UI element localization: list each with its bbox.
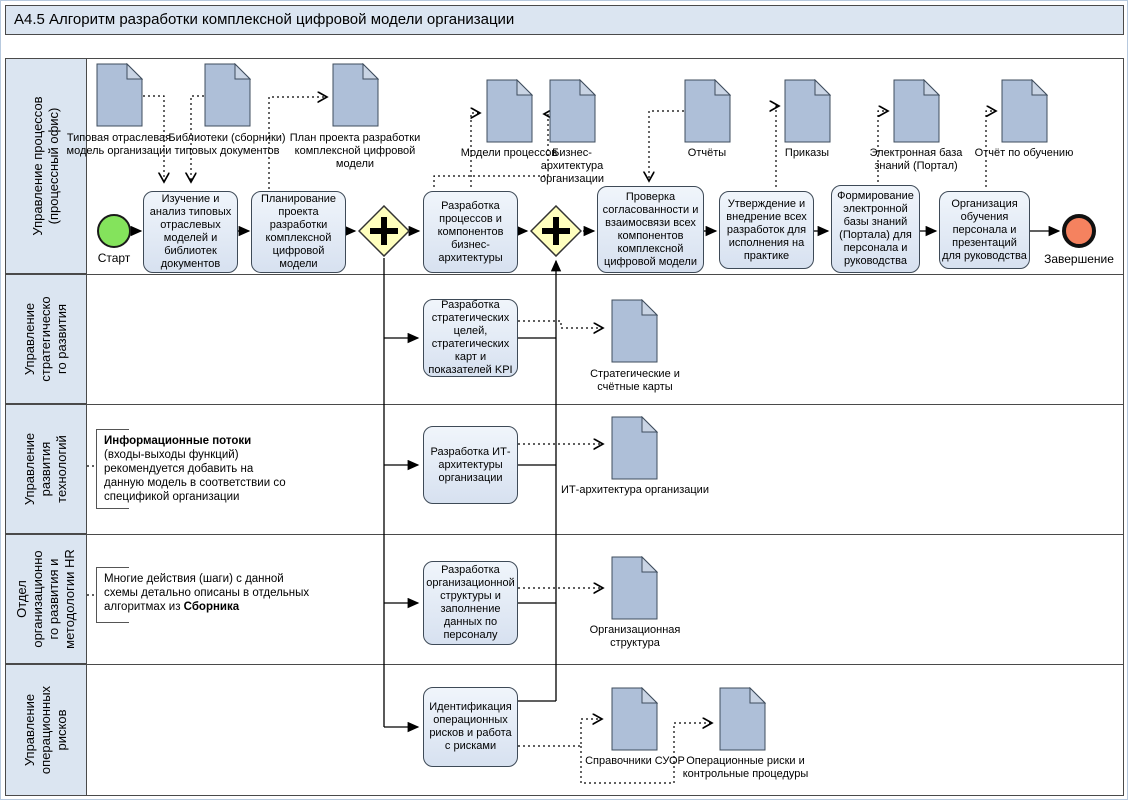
doc-operational-risks	[719, 686, 767, 751]
doc-suor-handbooks	[611, 686, 659, 751]
document-icon	[611, 415, 659, 480]
task-org-structure: Разработка организационной структуры и з…	[423, 561, 518, 645]
document-icon	[332, 62, 380, 127]
doc-orders-label: Приказы	[784, 147, 830, 159]
doc-project-plan-label: План проекта разработки комплексной цифр…	[289, 132, 421, 170]
doc-org-structure	[611, 555, 659, 620]
document-icon	[684, 78, 732, 143]
doc-orders	[784, 78, 832, 143]
document-icon	[719, 686, 767, 751]
parallel-gateway-icon	[529, 204, 583, 258]
task-develop-processes: Разработка процессов и компонентов бизне…	[423, 191, 518, 273]
gateway-split	[357, 204, 411, 258]
start-event-label: Старт	[97, 251, 131, 265]
lane-label-org-hr: Отдел организационно го развития и метод…	[5, 534, 87, 664]
doc-business-architecture	[549, 78, 597, 143]
task-it-architecture: Разработка ИТ-архитектуры организации	[423, 426, 518, 504]
task-approve-implement: Утверждение и внедрение всех разработок …	[719, 191, 814, 269]
document-icon	[486, 78, 534, 143]
end-event	[1062, 214, 1096, 248]
doc-process-models-label: Модели процессов	[460, 147, 558, 159]
document-icon	[549, 78, 597, 143]
lane-divider	[87, 274, 1124, 275]
doc-project-plan	[332, 62, 380, 127]
task-training: Организация обучения персонала и презент…	[939, 191, 1030, 269]
doc-training-report	[1001, 78, 1049, 143]
doc-business-architecture-label: Бизнес-архитектура организации	[539, 147, 605, 185]
annotation-bold-text: Информационные потоки	[104, 435, 252, 447]
doc-libraries-label: Библиотеки (сборники) типовых документов	[168, 132, 286, 157]
doc-operational-risks-label: Операционные риски и контрольные процеду…	[682, 755, 809, 780]
gateway-join	[529, 204, 583, 258]
document-icon	[611, 298, 659, 363]
annotation-text: Многие действия (шаги) с данной схемы де…	[104, 573, 310, 613]
doc-strategy-maps	[611, 298, 659, 363]
annotation-text: (входы-выходы функций) рекомендуется доб…	[104, 449, 286, 503]
lane-label-process-office: Управление процессов (процессный офис)	[5, 58, 87, 274]
lane-divider	[87, 534, 1124, 535]
task-project-planning: Планирование проекта разработки комплекс…	[251, 191, 346, 273]
page-title: А4.5 Алгоритм разработки комплексной циф…	[14, 11, 515, 28]
task-strategic-goals: Разработка стратегических целей, стратег…	[423, 299, 518, 377]
parallel-gateway-icon	[357, 204, 411, 258]
doc-training-report-label: Отчёт по обучению	[974, 147, 1074, 159]
lane-divider	[87, 664, 1124, 665]
doc-process-models	[486, 78, 534, 143]
doc-knowledge-portal-label: Электронная база знаний (Портал)	[869, 147, 963, 172]
doc-industry-model-label: Типовая отраслевая модель организации	[66, 132, 172, 157]
doc-reports-label: Отчёты	[687, 147, 727, 159]
document-icon	[204, 62, 252, 127]
doc-suor-handbooks-label: Справочники СУОР	[585, 755, 685, 767]
doc-libraries	[204, 62, 252, 127]
doc-org-structure-label: Организационная структура	[589, 624, 681, 649]
lane-label-risk: Управление операционных рисков	[5, 664, 87, 796]
doc-industry-model	[96, 62, 144, 127]
doc-it-architecture	[611, 415, 659, 480]
annotation-bold-text: Сборника	[183, 601, 240, 613]
doc-it-architecture-label: ИТ-архитектура организации	[561, 484, 709, 496]
document-icon	[893, 78, 941, 143]
end-event-label: Завершение	[1044, 252, 1114, 266]
document-icon	[1001, 78, 1049, 143]
annotation-algorithms: Многие действия (шаги) с данной схемы де…	[96, 567, 316, 623]
annotation-info-flows: Информационные потоки (входы-выходы функц…	[96, 429, 291, 509]
document-icon	[784, 78, 832, 143]
diagram-title-bar: А4.5 Алгоритм разработки комплексной циф…	[5, 5, 1124, 35]
task-knowledge-base: Формирование электронной базы знаний (По…	[831, 185, 920, 273]
task-consistency-check: Проверка согласованности и взаимосвязи в…	[597, 186, 704, 273]
document-icon	[96, 62, 144, 127]
lane-divider	[87, 404, 1124, 405]
doc-strategy-maps-label: Стратегические и счётные карты	[590, 368, 680, 393]
start-event	[97, 214, 131, 248]
doc-knowledge-portal	[893, 78, 941, 143]
lane-label-strategic: Управление стратегическо го развития	[5, 274, 87, 404]
task-risk-identification: Идентификация операционных рисков и рабо…	[423, 687, 518, 767]
lane-label-technology: Управление развития технологий	[5, 404, 87, 534]
task-study-analysis: Изучение и анализ типовых отраслевых мод…	[143, 191, 238, 273]
doc-reports	[684, 78, 732, 143]
document-icon	[611, 686, 659, 751]
document-icon	[611, 555, 659, 620]
